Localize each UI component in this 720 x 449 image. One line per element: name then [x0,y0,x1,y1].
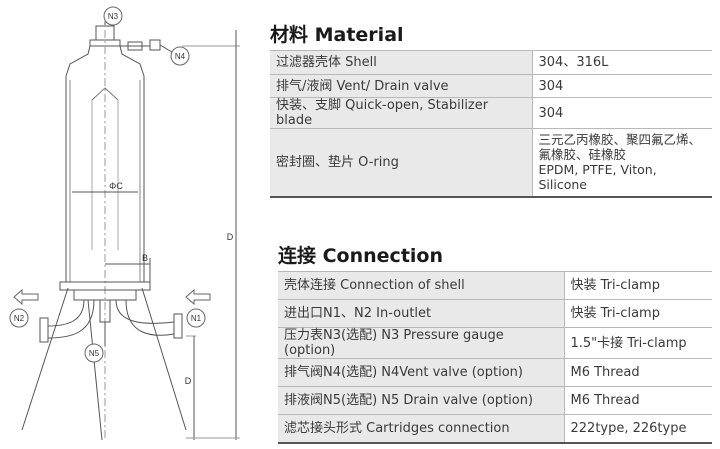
connection-inoutlet-value: 快装 Tri-clamp [564,299,712,328]
connection-table: 壳体连接 Connection of shell 快装 Tri-clamp 进出… [278,271,712,444]
table-row: 进出口N1、N2 In-outlet 快装 Tri-clamp [278,299,712,328]
connection-cartridge-label: 滤芯接头形式 Cartridges connection [278,414,565,444]
material-quickopen-value: 304 [532,97,712,129]
connection-cartridge-value: 222type, 226type [564,414,712,444]
material-shell-value: 304、316L [532,50,712,75]
d-label-upper: D [227,232,234,242]
material-valve-value: 304 [532,74,712,98]
table-row: 排液阀N5(选配) N5 Drain valve (option) M6 Thr… [278,386,712,415]
n1-label: N1 [191,314,202,323]
connection-drain-value: M6 Thread [564,386,712,415]
n5-label: N5 [89,349,100,358]
material-oring-value: 三元乙丙橡胶、聚四氟乙烯、 氟橡胶、硅橡胶 EPDM, PTFE, Viton,… [532,128,712,198]
connection-shell-label: 壳体连接 Connection of shell [278,271,565,300]
table-row: 壳体连接 Connection of shell 快装 Tri-clamp [278,271,712,300]
material-shell-label: 过滤器壳体 Shell [270,50,533,75]
table-row: 过滤器壳体 Shell 304、316L [270,50,712,75]
b-label: B [142,253,148,263]
connection-title: 连接 Connection [278,245,443,267]
connection-drain-label: 排液阀N5(选配) N5 Drain valve (option) [278,386,565,415]
oring-value-line: EPDM, PTFE, Viton, Silicone [538,162,657,193]
material-title: 材料 Material [270,24,404,46]
oring-value-line: 氟橡胶、硅橡胶 [538,147,627,163]
n3-label: N3 [108,12,119,21]
connection-gauge-value: 1.5"卡接 Tri-clamp [564,327,712,359]
table-row: 滤芯接头形式 Cartridges connection 222type, 22… [278,414,712,444]
phi-c-label: ΦC [109,181,123,191]
connection-vent-label: 排气阀N4(选配) N4Vent valve (option) [278,358,565,387]
connection-inoutlet-label: 进出口N1、N2 In-outlet [278,299,565,328]
outlet-arrow [13,288,39,306]
inlet-arrow [185,288,211,306]
table-row: 快装、支脚 Quick-open, Stabilizer blade 304 [270,97,712,129]
connection-vent-value: M6 Thread [564,358,712,387]
filter-housing-drawing: N3 N4 N1 N2 N5 ΦC B D D [9,6,240,441]
connection-shell-value: 快装 Tri-clamp [564,271,712,300]
d-label-lower: D [185,376,192,386]
material-oring-label: 密封圈、垫片 O-ring [270,128,533,198]
n2-label: N2 [14,314,25,323]
table-row: 排气/液阀 Vent/ Drain valve 304 [270,74,712,98]
table-row: 排气阀N4(选配) N4Vent valve (option) M6 Threa… [278,358,712,387]
connection-gauge-label: 压力表N3(选配) N3 Pressure gauge (option) [278,327,565,359]
material-table: 过滤器壳体 Shell 304、316L 排气/液阀 Vent/ Drain v… [270,50,712,198]
n4-label: N4 [175,52,186,61]
table-row: 密封圈、垫片 O-ring 三元乙丙橡胶、聚四氟乙烯、 氟橡胶、硅橡胶 EPDM… [270,128,712,198]
material-quickopen-label: 快装、支脚 Quick-open, Stabilizer blade [270,97,533,129]
table-row: 压力表N3(选配) N3 Pressure gauge (option) 1.5… [278,327,712,359]
material-valve-label: 排气/液阀 Vent/ Drain valve [270,74,533,98]
oring-value-line: 三元乙丙橡胶、聚四氟乙烯、 [538,132,702,148]
